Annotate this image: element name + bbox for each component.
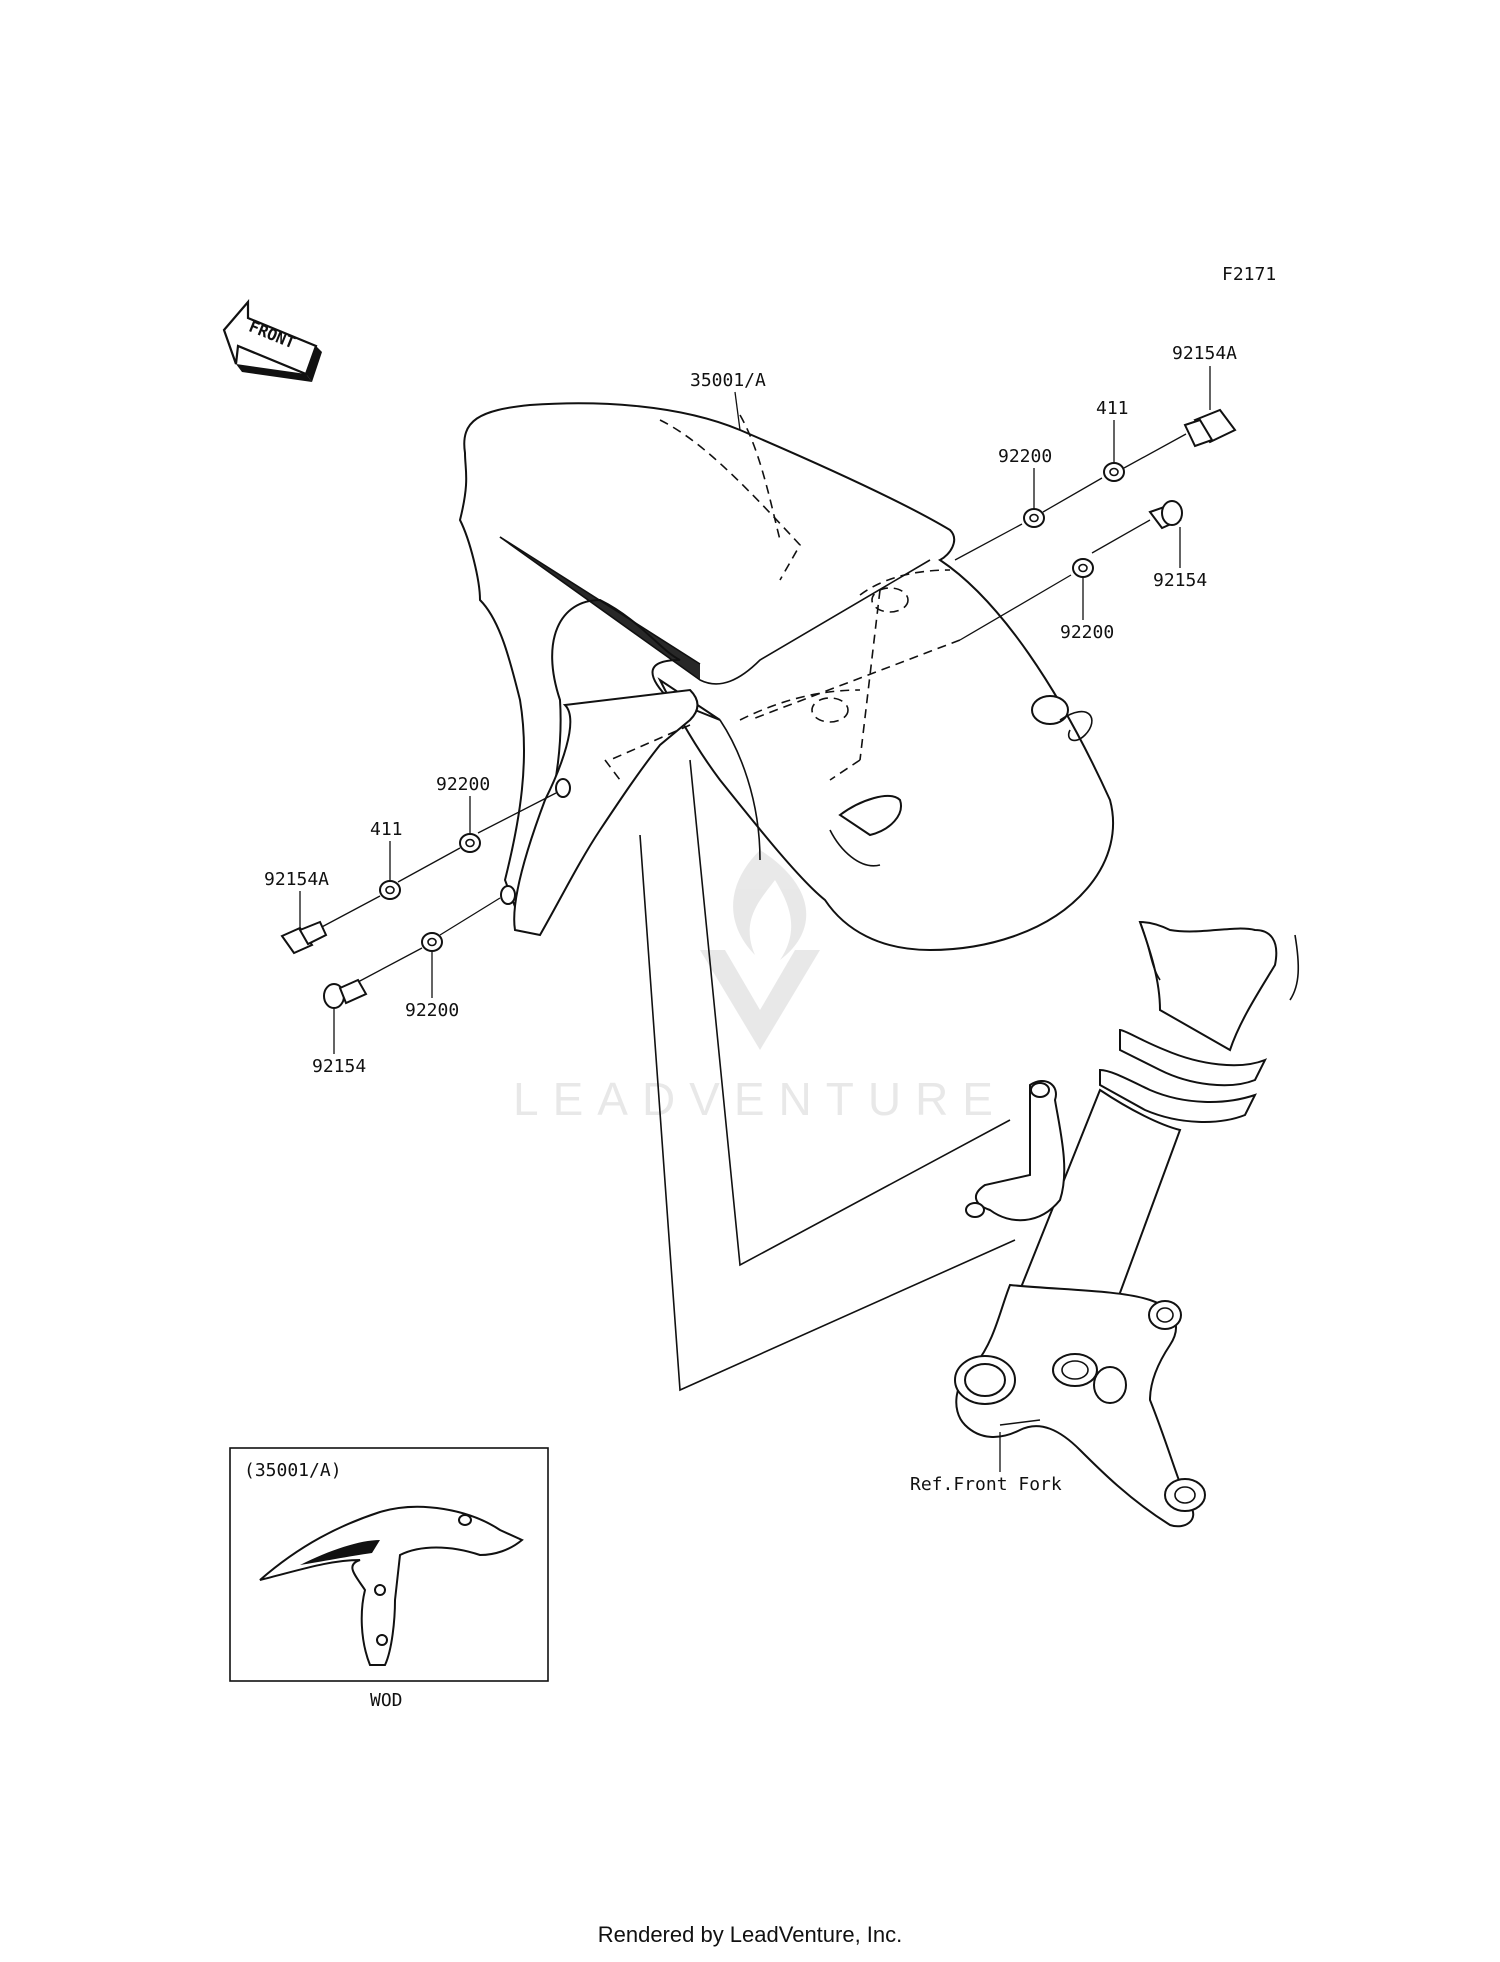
bolt-92154-right xyxy=(1148,500,1183,530)
bolt-92154a-left xyxy=(280,920,328,955)
label-92200-left-lower: 92200 xyxy=(405,1000,459,1021)
front-arrow-icon: FRONT xyxy=(222,299,322,382)
watermark-text: LEADVENTURE xyxy=(513,1073,1007,1125)
front-fork xyxy=(954,920,1300,1528)
washer-411-right xyxy=(1103,462,1125,482)
diagram-code: F2171 xyxy=(1222,264,1276,285)
inset-caption: WOD xyxy=(370,1690,403,1711)
label-92154-right: 92154 xyxy=(1153,570,1207,591)
washer-92200-right-upper xyxy=(1023,508,1045,528)
label-fender: 35001/A xyxy=(690,370,766,391)
washer-92200-left-upper xyxy=(459,833,481,853)
leadventure-watermark: LEADVENTURE xyxy=(513,850,1007,1125)
label-92154-left: 92154 xyxy=(312,1056,366,1077)
bolt-92154a-right xyxy=(1183,408,1237,448)
inset-title: (35001/A) xyxy=(244,1460,342,1481)
label-92154a-right: 92154A xyxy=(1172,343,1237,364)
label-411-left: 411 xyxy=(370,819,403,840)
label-ref-front-fork: Ref.Front Fork xyxy=(910,1474,1062,1495)
inset-variant-box: (35001/A) xyxy=(229,1447,549,1682)
label-92154a-left: 92154A xyxy=(264,869,329,890)
label-92200-right-lower: 92200 xyxy=(1060,622,1114,643)
footer-credit: Rendered by LeadVenture, Inc. xyxy=(597,1922,903,1947)
front-fender xyxy=(458,402,1114,1392)
bolt-92154-left xyxy=(323,978,368,1009)
label-92200-right-upper: 92200 xyxy=(998,446,1052,467)
callouts: 35001/A 92154A 411 92200 92154 92200 922… xyxy=(264,343,1237,1495)
label-411-right: 411 xyxy=(1096,398,1129,419)
washer-411-left xyxy=(379,880,401,900)
washer-92200-right-lower xyxy=(1072,558,1094,578)
label-92200-left-upper: 92200 xyxy=(436,774,490,795)
hardware-right xyxy=(954,408,1237,641)
washer-92200-left-lower xyxy=(421,932,443,952)
